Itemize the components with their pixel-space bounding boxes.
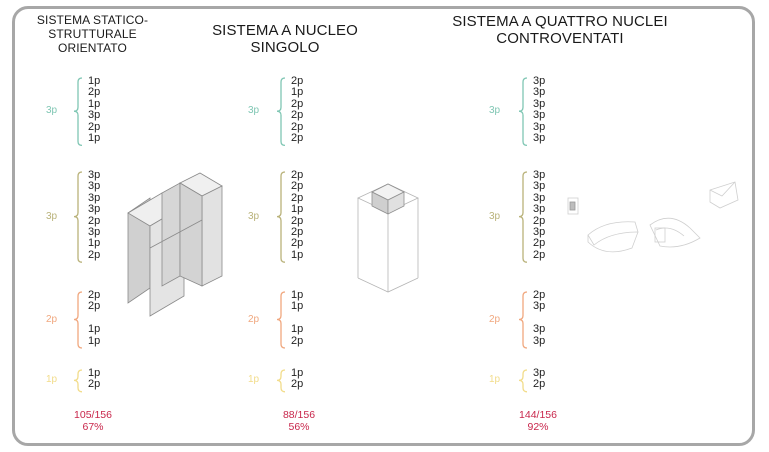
value-item: 1p bbox=[291, 367, 304, 379]
value-item: 2p bbox=[533, 289, 546, 301]
group-brace bbox=[73, 369, 83, 393]
value-item: 3p bbox=[533, 109, 546, 122]
value-item: 2p bbox=[291, 109, 304, 122]
value-item: 2p bbox=[291, 97, 304, 110]
group-label: 3p bbox=[489, 210, 501, 222]
value-item: 2p bbox=[88, 378, 101, 391]
value-item: 2p bbox=[291, 214, 304, 227]
score-fraction-1: 105/156 bbox=[74, 409, 112, 421]
value-item: 2p bbox=[88, 300, 101, 313]
value-item: 1p bbox=[88, 97, 101, 110]
group-brace bbox=[518, 369, 528, 393]
value-item: 3p bbox=[533, 334, 546, 347]
group-label: 1p bbox=[489, 374, 501, 386]
value-item: 3p bbox=[533, 226, 546, 238]
group-label: 1p bbox=[248, 374, 260, 386]
single-core-model bbox=[357, 183, 419, 293]
oriented-walls-model bbox=[127, 172, 223, 317]
score-percent-1: 67% bbox=[82, 421, 104, 433]
value-item: 2p bbox=[291, 378, 304, 391]
value-item: 2p bbox=[291, 191, 304, 204]
value-item: 1p bbox=[291, 323, 304, 336]
value-item: 3p bbox=[88, 169, 101, 181]
group-label: 3p bbox=[489, 105, 501, 117]
value-item: 2p bbox=[533, 214, 546, 227]
column-title-3: SISTEMA A QUATTRO NUCLEI CONTROVENTATI bbox=[452, 13, 668, 47]
value-item: 1p bbox=[88, 367, 101, 379]
four-cores-model bbox=[567, 181, 739, 253]
column-title-2: SISTEMA A NUCLEO SINGOLO bbox=[212, 22, 358, 56]
group-label: 3p bbox=[46, 105, 58, 117]
value-item: 2p bbox=[291, 120, 304, 133]
group-brace bbox=[276, 291, 286, 349]
value-item: 2p bbox=[88, 289, 101, 301]
group-label: 2p bbox=[489, 313, 501, 325]
value-item: 2p bbox=[291, 75, 304, 87]
value-item: 3p bbox=[533, 97, 546, 110]
value-item: 3p bbox=[88, 191, 101, 204]
group-label: 3p bbox=[248, 105, 260, 117]
value-item: 3p bbox=[88, 226, 101, 238]
value-item: 1p bbox=[291, 248, 304, 261]
value-item: 3p bbox=[88, 180, 101, 193]
value-item: 2p bbox=[88, 120, 101, 133]
group-brace bbox=[276, 369, 286, 393]
value-item: 3p bbox=[533, 169, 546, 181]
value-item: 1p bbox=[291, 203, 304, 216]
value-item: 2p bbox=[533, 248, 546, 261]
group-brace bbox=[518, 171, 528, 263]
value-item: 3p bbox=[533, 132, 546, 144]
column-title-1: SISTEMA STATICO- STRUTTURALE ORIENTATO bbox=[36, 13, 149, 55]
value-item: 3p bbox=[533, 300, 546, 313]
group-label: 3p bbox=[46, 210, 58, 222]
group-label: 1p bbox=[46, 374, 58, 386]
value-item: 3p bbox=[533, 191, 546, 204]
score-fraction-2: 88/156 bbox=[282, 409, 316, 421]
value-item: 2p bbox=[88, 248, 101, 261]
group-brace bbox=[73, 77, 83, 147]
value-item: 3p bbox=[533, 75, 546, 87]
value-item: 3p bbox=[533, 180, 546, 193]
group-brace bbox=[276, 77, 286, 147]
value-item: 3p bbox=[533, 120, 546, 133]
diagram-frame bbox=[12, 6, 755, 446]
value-item: 1p bbox=[88, 237, 101, 250]
value-item: 1p bbox=[88, 334, 101, 347]
value-item: 2p bbox=[88, 86, 101, 99]
value-item: 2p bbox=[533, 378, 546, 391]
score-fraction-3: 144/156 bbox=[519, 409, 557, 421]
value-item: 1p bbox=[88, 132, 101, 144]
group-brace bbox=[518, 77, 528, 147]
group-brace bbox=[73, 291, 83, 349]
value-item: 1p bbox=[291, 289, 304, 301]
value-item: 3p bbox=[533, 367, 546, 379]
value-item: 2p bbox=[291, 132, 304, 144]
value-item: 2p bbox=[291, 237, 304, 250]
value-item: 2p bbox=[291, 226, 304, 238]
group-label: 2p bbox=[46, 313, 58, 325]
value-item: 3p bbox=[88, 203, 101, 216]
value-item: 3p bbox=[88, 109, 101, 122]
value-item: 3p bbox=[533, 203, 546, 216]
value-item: 2p bbox=[88, 214, 101, 227]
group-brace bbox=[73, 171, 83, 263]
value-item: 2p bbox=[291, 169, 304, 181]
group-label: 3p bbox=[248, 210, 260, 222]
score-percent-2: 56% bbox=[288, 421, 310, 433]
value-item: 3p bbox=[533, 323, 546, 336]
group-brace bbox=[518, 291, 528, 349]
value-item: 2p bbox=[291, 180, 304, 193]
group-brace bbox=[276, 171, 286, 263]
value-item: 1p bbox=[291, 86, 304, 99]
group-label: 2p bbox=[248, 313, 260, 325]
value-item: 3p bbox=[533, 86, 546, 99]
value-item: 1p bbox=[291, 300, 304, 313]
value-item: 2p bbox=[291, 334, 304, 347]
value-item: 1p bbox=[88, 323, 101, 336]
score-percent-3: 92% bbox=[527, 421, 549, 433]
value-item: 1p bbox=[88, 75, 101, 87]
value-item: 2p bbox=[533, 237, 546, 250]
